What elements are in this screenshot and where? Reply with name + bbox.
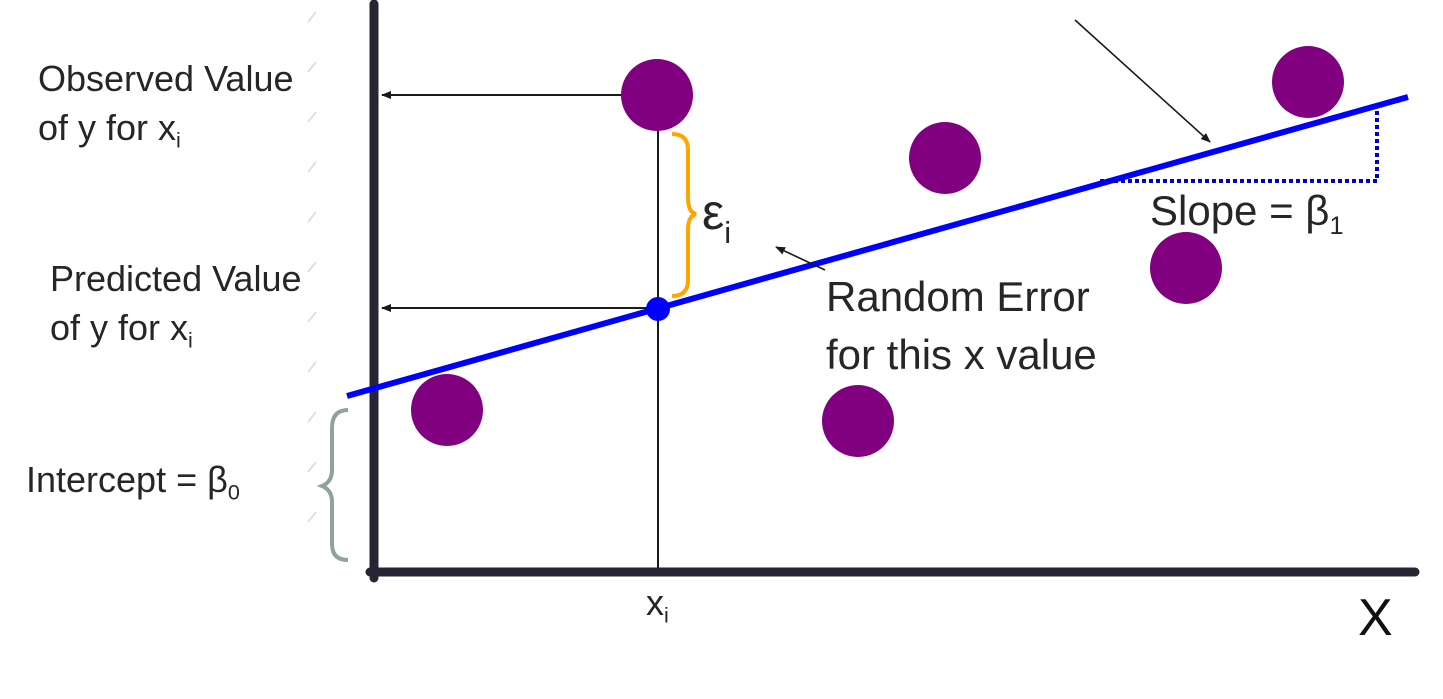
predicted-value-line1: Predicted Value <box>50 258 302 299</box>
predicted-point <box>646 297 670 321</box>
observed-point <box>1150 232 1222 304</box>
slope-label: Slope = β1 <box>1150 182 1343 240</box>
observed-point <box>822 385 894 457</box>
x-axis-label: X <box>1358 588 1393 648</box>
random-error-line2: for this x value <box>826 331 1097 378</box>
epsilon-label: εi <box>702 182 731 248</box>
random-error-pointer-arrow <box>775 246 826 271</box>
regression-line <box>346 94 1409 399</box>
xi-text: x <box>646 582 664 623</box>
regression-line-pointer-arrow <box>1074 19 1211 143</box>
xi-tick-label: xi <box>646 578 669 627</box>
observed-value-line2-sub: i <box>176 127 181 153</box>
intercept-label: Intercept = β0 <box>26 455 240 504</box>
xi-sub: i <box>664 602 669 628</box>
slope-triangle-marker <box>1100 110 1379 183</box>
predicted-value-label: Predicted Value of y for xi <box>50 254 302 352</box>
intercept-label-sub: 0 <box>227 479 240 505</box>
observed-point <box>411 374 483 446</box>
epsilon-symbol: ε <box>702 184 725 240</box>
observed-value-line2: of y for xi <box>38 107 181 151</box>
x-axis-label-text: X <box>1358 589 1393 647</box>
slope-label-text: Slope = β <box>1150 187 1330 234</box>
intercept-label-text: Intercept = β <box>26 459 228 500</box>
random-error-label: Random Error for this x value <box>826 268 1097 384</box>
observed-value-label: Observed Value of y for xi <box>38 54 293 152</box>
predicted-value-line2-sub: i <box>188 327 193 353</box>
predicted-value-line2-text: of y for x <box>50 307 189 348</box>
epsilon-sub: i <box>724 214 732 250</box>
observed-point <box>909 122 981 194</box>
observed-value-line2-text: of y for x <box>38 107 177 148</box>
observed-value-line1: Observed Value <box>38 58 294 99</box>
observed-point <box>621 59 693 131</box>
faint-tick-marks <box>307 11 317 523</box>
observed-point <box>1272 46 1344 118</box>
predicted-value-line2: of y for xi <box>50 307 193 351</box>
random-error-line1: Random Error <box>826 273 1090 320</box>
intercept-brace-icon <box>316 408 349 562</box>
error-brace-icon <box>671 132 697 298</box>
slope-label-sub: 1 <box>1329 211 1344 240</box>
